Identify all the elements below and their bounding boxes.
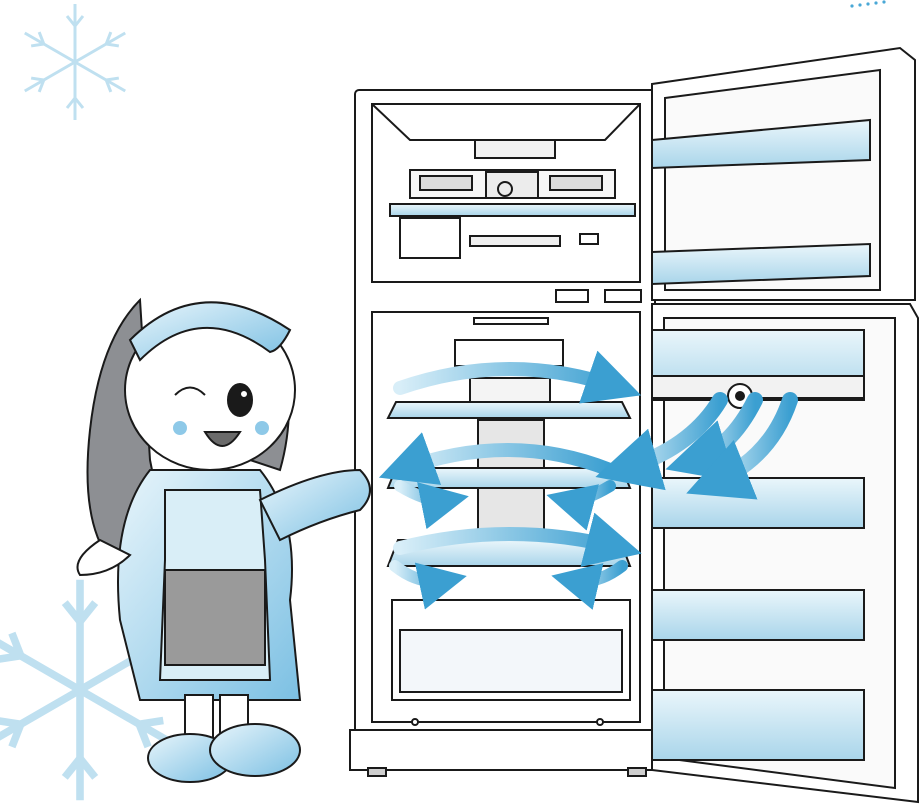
freezer-door — [652, 48, 915, 300]
fan-icon — [486, 172, 538, 198]
glass-shelf — [388, 402, 630, 418]
refrigerator — [350, 90, 660, 776]
fridge-door — [652, 304, 918, 802]
snowflake-icon — [850, 0, 885, 7]
snowflake-icon — [21, 4, 129, 120]
